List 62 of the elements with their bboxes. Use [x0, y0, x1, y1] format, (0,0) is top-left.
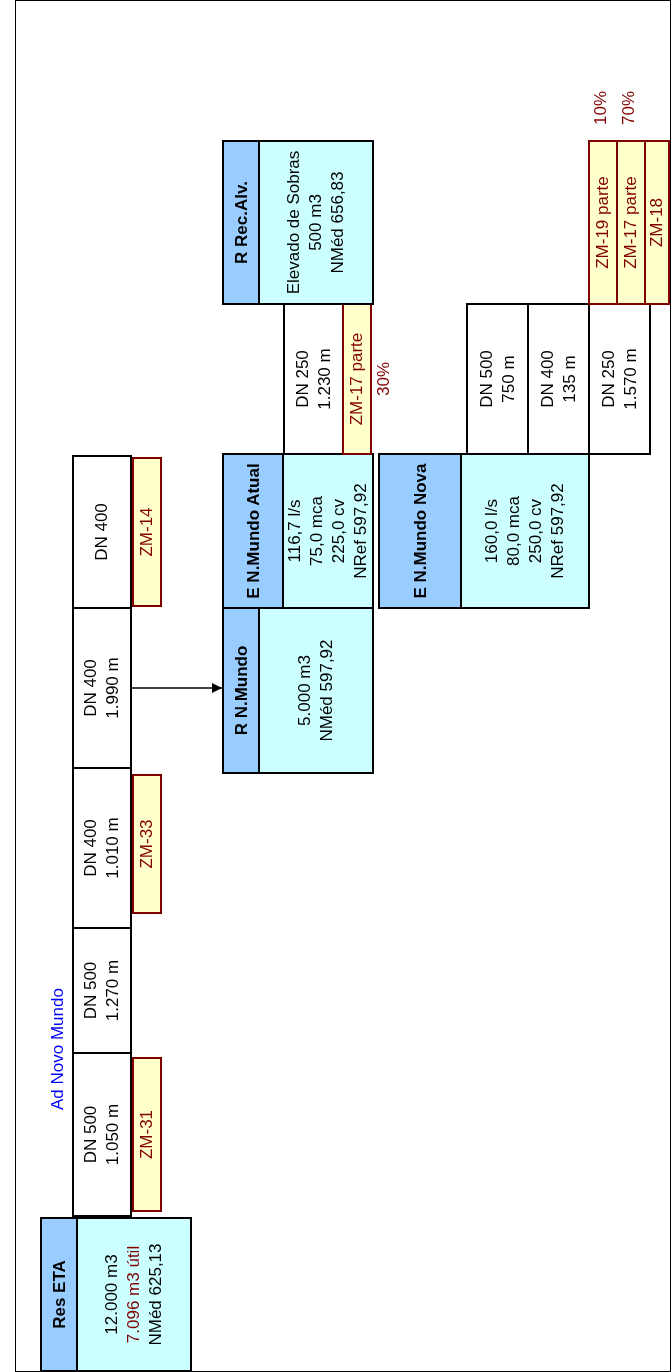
pipe-diameter: DN 400	[91, 503, 112, 561]
station-heading: R N.Mundo	[224, 609, 260, 772]
station-data: NMéd 656,83	[327, 171, 348, 274]
arrow	[131, 683, 223, 693]
reservoir-box	[40, 1217, 192, 1372]
pipe-length: 1.230 m	[313, 348, 335, 410]
station-data: Elevado de Sobras	[283, 150, 304, 295]
zone-tag: ZM-33	[132, 774, 162, 914]
pipe-diameter: DN 500	[80, 961, 101, 1020]
station-data: 5.000 m3	[294, 655, 315, 726]
station-data: 225,0 cv	[328, 498, 349, 564]
pipe-diameter: DN 500	[475, 350, 497, 408]
pipe-length: 1.570 m	[619, 348, 641, 410]
pipe-diameter: DN 400	[536, 350, 558, 408]
pipe-segment	[72, 767, 132, 929]
station-data: 160,0 l/s	[481, 498, 502, 564]
pipe-length: 135 m	[558, 355, 580, 403]
pipe-diameter: DN 250	[291, 350, 313, 408]
pipe-diameter: DN 400	[80, 659, 101, 717]
station-heading: Res ETA	[42, 1219, 78, 1370]
pipe-length: 1.050 m	[102, 1103, 123, 1166]
pipe-length: 1.990 m	[102, 657, 123, 719]
pump-station-box	[378, 453, 590, 609]
station-data: 500 m3	[305, 194, 326, 251]
pump-station-box	[222, 453, 374, 609]
pipe-diameter: DN 400	[80, 819, 101, 877]
pipeline-title: Ad Novo Mundo	[48, 988, 68, 1110]
station-data: 116,7 l/s	[284, 499, 305, 563]
station-data: NRef 597,92	[547, 483, 568, 579]
station-data: 80,0 mca	[503, 496, 524, 566]
pipe-length: 1.010 m	[102, 817, 123, 879]
zone-tag: ZM-17 parte	[616, 140, 646, 305]
pipe-diameter: DN 250	[597, 350, 619, 408]
pipe-segment	[72, 1052, 132, 1217]
station-data: 7.096 m3 útil	[123, 1245, 144, 1344]
pipe-segment	[72, 927, 132, 1054]
station-data: 250,0 cv	[525, 498, 546, 564]
pipe-length: 1.270 m	[102, 959, 123, 1022]
percentage-label: 30%	[374, 361, 394, 398]
pipe-segment	[72, 455, 132, 609]
station-heading: E N.Mundo Atual	[224, 455, 284, 607]
reservoir-box	[222, 607, 374, 774]
pipe-segment	[588, 303, 651, 455]
station-data: 12.000 m3	[101, 1254, 122, 1335]
reservoir-box	[222, 140, 374, 305]
pipe-length: 750 m	[497, 355, 519, 403]
station-heading: R Rec.Alv.	[224, 142, 260, 303]
pipe-diameter: DN 500	[80, 1105, 101, 1164]
station-data: 75,0 mca	[306, 496, 327, 566]
pipe-segment	[466, 303, 529, 455]
station-data: NRef 597,92	[350, 483, 371, 579]
zone-tag: ZM-17 parte	[342, 303, 372, 455]
pipe-segment	[72, 607, 132, 769]
zone-tag: ZM-14	[132, 457, 162, 607]
percentage-label: 10%	[591, 90, 611, 127]
station-data: NMéd 597,92	[316, 639, 337, 742]
station-data: NMéd 625,13	[145, 1243, 166, 1346]
station-heading: E N.Mundo Nova	[380, 455, 462, 607]
zone-tag: ZM-19 parte	[588, 140, 618, 305]
percentage-label: 70%	[619, 90, 639, 127]
zone-tag: ZM-18	[644, 140, 670, 305]
zone-tag: ZM-31	[132, 1057, 162, 1212]
